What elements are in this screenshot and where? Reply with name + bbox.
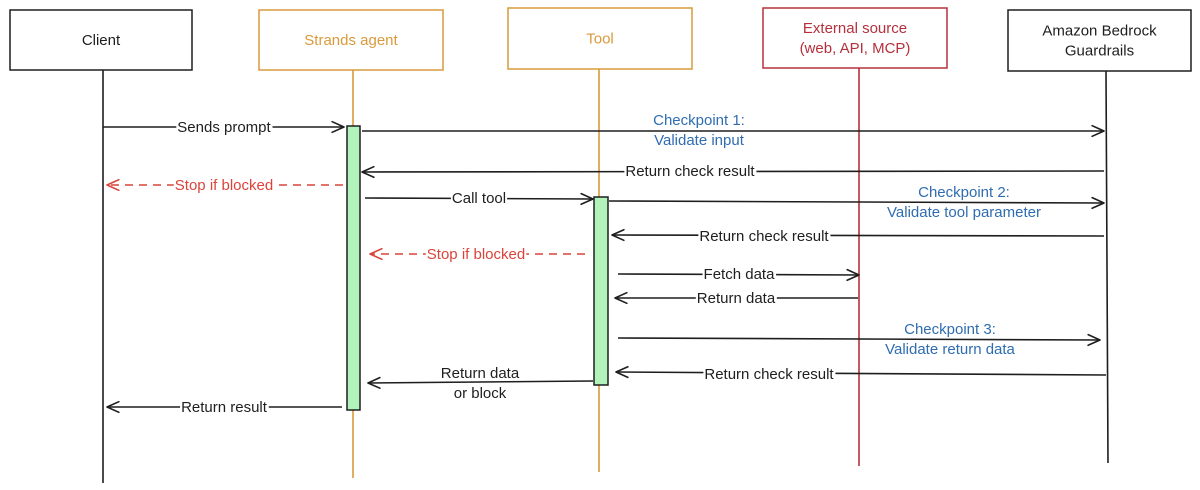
participant-box-external (762, 7, 948, 69)
activation-bar-tool (593, 196, 609, 386)
arrowhead-return-result (106, 400, 120, 414)
message-label-checkpoint-2: Checkpoint 2: (918, 184, 1010, 201)
label-background (173, 176, 275, 195)
arrowhead-checkpoint-1 (1091, 124, 1105, 138)
message-label-stop-if-blocked-2: Stop if blocked (427, 246, 525, 263)
label-background (176, 118, 273, 137)
message-arrow-checkpoint-2 (608, 200, 1105, 204)
participant-label-guardrails: Guardrails (1065, 43, 1134, 60)
participant-box-agent (258, 9, 444, 71)
label-background (695, 289, 777, 308)
message-label-stop-if-blocked-1: Stop if blocked (175, 177, 273, 194)
arrowhead-checkpoint-2 (1091, 196, 1105, 210)
arrowhead-sends-prompt (331, 120, 345, 134)
message-label-checkpoint-3: Validate return data (885, 341, 1015, 358)
message-label-call-tool: Call tool (452, 190, 506, 207)
participant-box-guardrails (1007, 9, 1192, 72)
participant-label-external: External source (803, 20, 907, 37)
message-label-return-data: Return data (697, 290, 776, 307)
message-arrow-return-check-result-2 (611, 234, 1105, 237)
arrowhead-fetch-data (846, 268, 860, 282)
lifeline-guardrails (1105, 70, 1109, 464)
message-label-return-data-or-block: or block (454, 385, 507, 402)
message-label-checkpoint-1: Checkpoint 1: (653, 112, 745, 129)
message-arrow-return-check-result-3 (615, 371, 1107, 376)
message-label-checkpoint-2: Validate tool parameter (887, 204, 1041, 221)
participant-label-tool: Tool (586, 31, 614, 48)
arrowhead-stop-if-blocked-1 (106, 178, 120, 192)
message-label-return-check-result-1: Return check result (625, 163, 755, 180)
message-label-fetch-data: Fetch data (704, 266, 776, 283)
arrowhead-return-check-result-3 (615, 365, 629, 379)
activation-bar-agent (346, 125, 361, 411)
participant-label-client: Client (82, 32, 121, 49)
message-label-sends-prompt: Sends prompt (177, 119, 271, 136)
label-background (450, 189, 508, 208)
message-arrow-return-data-or-block (367, 380, 594, 384)
label-background (703, 365, 836, 384)
message-label-return-data-or-block: Return data (441, 365, 520, 382)
participant-label-guardrails: Amazon Bedrock (1042, 23, 1157, 40)
message-label-return-check-result-2: Return check result (699, 228, 829, 245)
message-label-checkpoint-1: Validate input (654, 132, 745, 149)
label-background (180, 398, 269, 417)
message-label-return-result: Return result (181, 399, 268, 416)
message-label-return-check-result-3: Return check result (704, 366, 834, 383)
participant-label-external: (web, API, MCP) (800, 40, 911, 57)
label-background (624, 162, 757, 181)
message-arrow-checkpoint-3 (617, 337, 1101, 341)
label-background (425, 245, 527, 264)
arrowhead-call-tool (580, 192, 594, 206)
arrowhead-return-data (614, 291, 628, 305)
arrowhead-return-data-or-block (367, 376, 381, 389)
participant-box-tool (507, 7, 693, 70)
label-background (698, 227, 831, 246)
arrowhead-checkpoint-3 (1087, 333, 1101, 347)
arrowhead-return-check-result-2 (611, 228, 625, 242)
arrowhead-return-check-result-1 (361, 165, 375, 179)
message-label-checkpoint-3: Checkpoint 3: (904, 321, 996, 338)
label-background (702, 265, 777, 284)
participant-label-agent: Strands agent (304, 32, 398, 49)
participant-box-client (9, 9, 193, 71)
arrowhead-stop-if-blocked-2 (369, 247, 383, 261)
